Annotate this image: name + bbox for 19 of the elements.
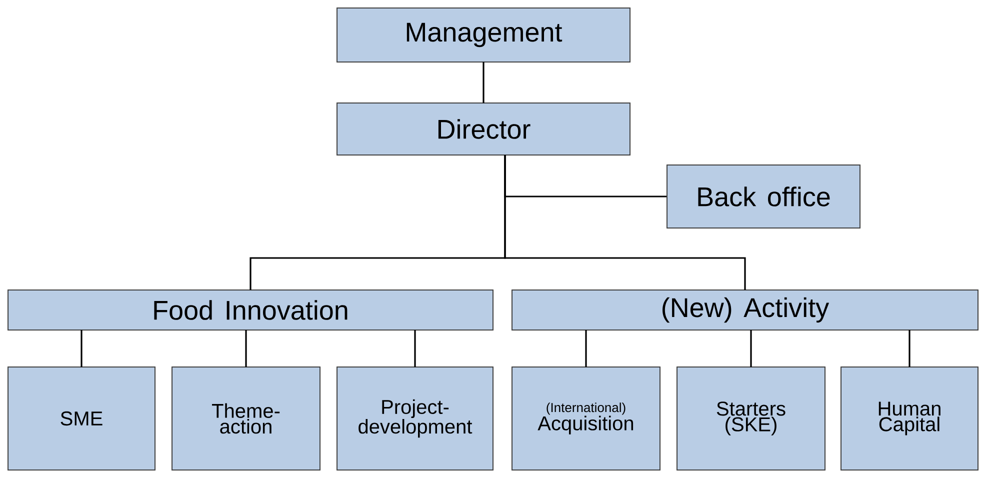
org-box: Human Capital	[840, 366, 978, 470]
connector-line	[585, 330, 587, 367]
org-box: (International) Acquisition	[512, 366, 660, 470]
org-box: Starters (SKE)	[676, 366, 826, 470]
org-box: (New) Activity	[512, 290, 978, 330]
connector-line	[504, 155, 746, 290]
connector-line	[414, 330, 416, 367]
org-box: Director	[336, 102, 630, 156]
org-box: Back office	[666, 164, 860, 228]
connector-line	[908, 330, 910, 367]
connector-line	[482, 62, 484, 103]
org-box: SME	[8, 366, 156, 470]
org-box: Management	[336, 8, 630, 62]
connector-line	[245, 330, 247, 367]
connector-line	[80, 330, 82, 367]
connector-line	[750, 330, 752, 367]
org-box: Theme- action	[172, 366, 320, 470]
org-box: Food Innovation	[8, 290, 494, 330]
org-box: Project- development	[336, 366, 494, 470]
